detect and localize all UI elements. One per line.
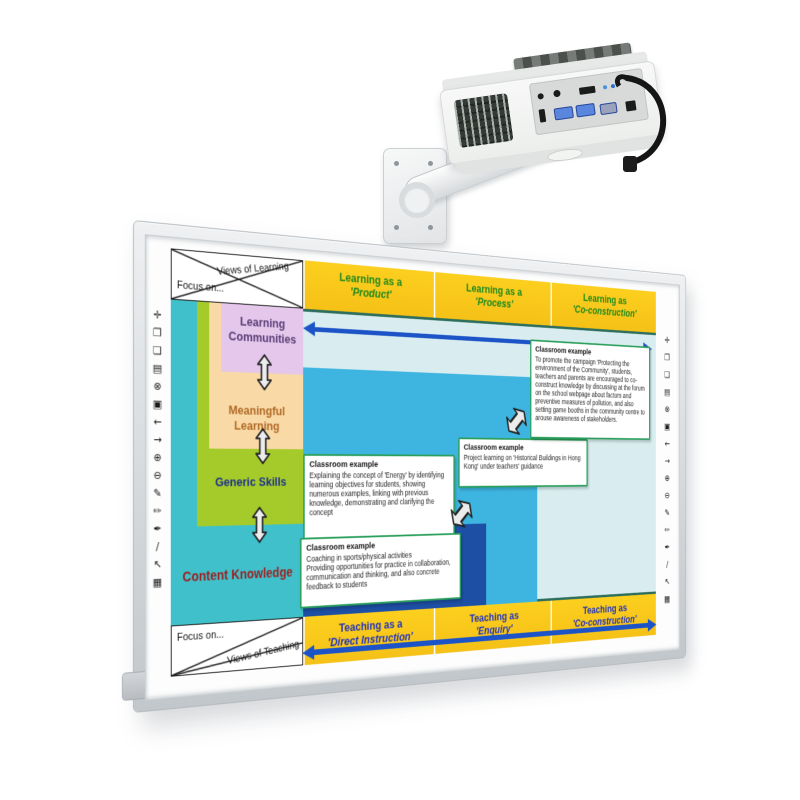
toolbar-left: ✛ ❐ ❏ ▤ ⊗ ▣ ← → ⊕ ⊖ ✎ ✏ ✒ ∕ ↖ ▦ (147, 308, 168, 590)
previous-icon[interactable]: ← (153, 415, 162, 429)
example-community-campaign: Classroom example To promote the campaig… (530, 339, 651, 441)
line-icon[interactable]: ∕ (666, 559, 669, 570)
highlighter-icon[interactable]: ✒ (664, 542, 670, 553)
print-icon[interactable]: ▣ (664, 421, 671, 432)
previous-icon[interactable]: ← (664, 438, 670, 449)
example-sports: Classroom example Coaching in sports/phy… (299, 532, 461, 609)
diagonal-arrow-icon (505, 406, 528, 437)
corner-diagonals (172, 249, 303, 307)
pen-icon[interactable]: ✎ (153, 486, 162, 500)
screw-icon (428, 225, 433, 230)
toolbar-right: ✛ ❐ ❏ ▤ ⊗ ▣ ← → ⊕ ⊖ ✎ ✏ ✒ ∕ ↖ ▦ (660, 335, 675, 605)
new-page-icon[interactable]: ❏ (152, 343, 162, 358)
close-icon[interactable]: ⊗ (664, 404, 670, 415)
up-down-arrow-icon (254, 427, 272, 465)
screw-icon (394, 161, 399, 166)
screw-icon (394, 225, 399, 230)
arrowhead-left-icon (302, 644, 315, 661)
matrix-central-area: Classroom example Explaining the concept… (299, 308, 656, 620)
vga-port (553, 106, 575, 121)
arrowhead-left-icon (303, 320, 315, 337)
up-down-arrow-icon (250, 506, 268, 544)
header-learning-process: Learning as a 'Process' (433, 271, 551, 326)
header-learning-coconstruction: Learning as 'Co-construction' (550, 282, 656, 333)
pencil-icon[interactable]: ✏ (153, 504, 162, 518)
screw-icon (428, 161, 433, 166)
zoom-in-icon[interactable]: ⊕ (153, 451, 162, 465)
next-icon[interactable]: → (664, 455, 670, 467)
keyboard-icon[interactable]: ▦ (664, 593, 671, 605)
arrowhead-right-icon (647, 618, 657, 632)
save-icon[interactable]: ▤ (152, 361, 163, 376)
move-icon[interactable]: ✛ (664, 335, 670, 346)
audio-port (537, 92, 545, 100)
learning-teaching-matrix: Views of Learning Focus on... Learning a… (170, 248, 657, 677)
arm-joint (399, 182, 435, 218)
pencil-icon[interactable]: ✏ (664, 524, 670, 536)
line-icon[interactable]: ∕ (155, 540, 160, 554)
usb-port (538, 108, 547, 123)
select-icon[interactable]: ↖ (153, 557, 162, 572)
row-label-learning-communities: Learning Communities (228, 313, 297, 347)
move-icon[interactable]: ✛ (153, 308, 162, 322)
print-icon[interactable]: ▣ (152, 397, 163, 411)
projector-unit (375, 42, 685, 250)
new-page-icon[interactable]: ❏ (664, 369, 670, 381)
power-cable (614, 74, 667, 172)
interactive-whiteboard: ✛ ❐ ❏ ▤ ⊗ ▣ ← → ⊕ ⊖ ✎ ✏ ✒ ∕ ↖ ▦ ✛ ❐ ❏ ▤ ⊗ ▣ ← → ⊕ ⊖ ✎ ✏ ✒ ∕ ↖ ▦ Views … (121, 220, 687, 713)
pen-icon[interactable]: ✎ (664, 507, 670, 518)
restore-window-icon[interactable]: ❐ (152, 326, 162, 340)
audio-port (553, 89, 561, 98)
select-icon[interactable]: ↖ (664, 576, 670, 587)
zoom-in-icon[interactable]: ⊕ (664, 473, 670, 484)
row-label-generic-skills: Generic Skills (215, 474, 287, 490)
highlighter-icon[interactable]: ✒ (153, 522, 162, 536)
example-historical-buildings: Classroom example Project learning on 'H… (458, 437, 588, 488)
restore-window-icon[interactable]: ❐ (664, 352, 670, 363)
example-energy: Classroom example Explaining the concept… (303, 453, 455, 540)
zoom-out-icon[interactable]: ⊖ (153, 468, 162, 482)
up-down-arrow-icon (255, 353, 273, 392)
vent-grille (453, 92, 514, 149)
next-icon[interactable]: → (153, 433, 162, 447)
save-icon[interactable]: ▤ (664, 386, 671, 398)
keyboard-icon[interactable]: ▦ (152, 575, 163, 590)
close-icon[interactable]: ⊗ (153, 379, 162, 393)
zoom-out-icon[interactable]: ⊖ (664, 490, 670, 501)
diagonal-arrow-icon (449, 498, 474, 530)
